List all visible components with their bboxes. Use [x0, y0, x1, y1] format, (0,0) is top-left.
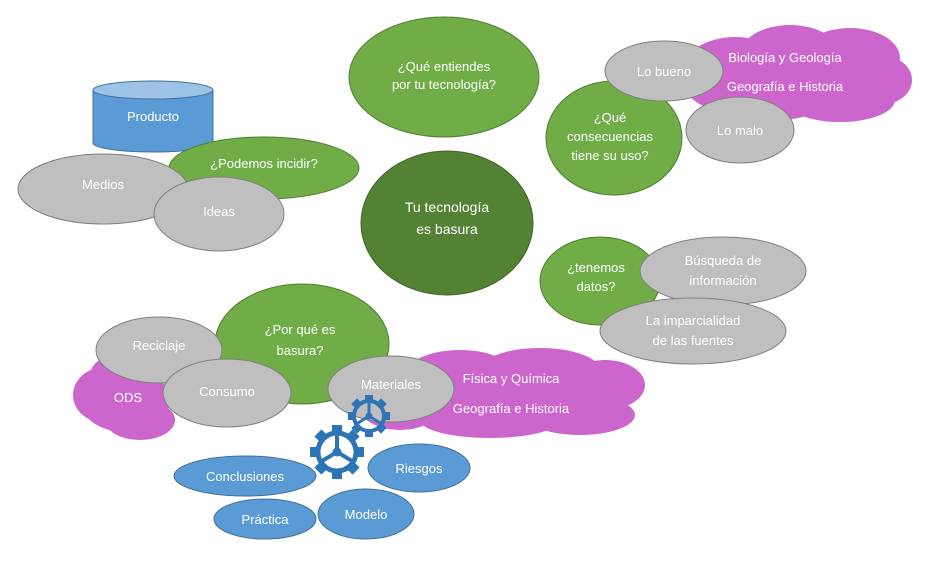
question-understand-line-1: ¿Qué entiendes [398, 59, 491, 74]
cloud-bottom-subject-1: Física y Química [463, 371, 561, 386]
question-understand-line-2: por tu tecnología? [392, 77, 496, 92]
media-label: Medios [82, 177, 124, 192]
product-label: Producto [127, 109, 179, 124]
center-line-2: es basura [416, 221, 478, 237]
search-node[interactable]: Búsqueda de información [639, 236, 807, 306]
consumption-node[interactable]: Consumo [162, 358, 292, 428]
question-data-line-2: datos? [576, 279, 615, 294]
search-line-2: información [689, 273, 756, 288]
good-label: Lo bueno [637, 64, 691, 79]
conclusions-label: Conclusiones [206, 469, 285, 484]
media-node[interactable]: Medios [17, 153, 189, 225]
question-understand-node[interactable]: ¿Qué entiendes por tu tecnología? [348, 16, 540, 138]
bad-node[interactable]: Lo malo [685, 96, 795, 164]
cloud-top-subject-2: Geografía e Historia [727, 79, 844, 94]
ideas-label: Ideas [203, 204, 235, 219]
question-data-line-1: ¿tenemos [567, 260, 625, 275]
gear-icon-large [310, 425, 364, 479]
question-why-line-2: basura? [277, 343, 324, 358]
cloud-top-subject-1: Biología y Geología [728, 50, 842, 65]
risks-label: Riesgos [396, 461, 443, 476]
cloud-bottom-subject-2: Geografía e Historia [453, 401, 570, 416]
impartiality-line-1: La imparcialidad [646, 313, 741, 328]
question-data-node[interactable]: ¿tenemos datos? [539, 236, 661, 326]
cloud-top-right: Biología y Geología Geografía e Historia [680, 25, 912, 122]
risks-node[interactable]: Riesgos [367, 443, 471, 493]
search-line-1: Búsqueda de [685, 253, 762, 268]
impartiality-node[interactable]: La imparcialidad de las fuentes [599, 297, 787, 365]
ods-label: ODS [114, 390, 143, 405]
model-label: Modelo [345, 507, 388, 522]
center-node[interactable]: Tu tecnología es basura [360, 150, 534, 296]
question-consequences-line-1: ¿Qué [594, 110, 627, 125]
good-node[interactable]: Lo bueno [604, 40, 724, 102]
bad-label: Lo malo [717, 123, 763, 138]
practice-label: Práctica [242, 512, 290, 527]
recycling-label: Reciclaje [133, 338, 186, 353]
conclusions-node[interactable]: Conclusiones [173, 455, 317, 497]
database-cylinder-icon[interactable]: Producto [92, 80, 214, 153]
model-node[interactable]: Modelo [317, 488, 415, 540]
question-why-line-1: ¿Por qué es [265, 322, 336, 337]
practice-node[interactable]: Práctica [213, 498, 317, 540]
materials-label: Materiales [361, 377, 421, 392]
question-consequences-line-3: tiene su uso? [571, 148, 648, 163]
center-line-1: Tu tecnología [405, 199, 490, 215]
ideas-node[interactable]: Ideas [153, 176, 285, 252]
question-influence-label: ¿Podemos incidir? [210, 156, 318, 171]
impartiality-line-2: de las fuentes [653, 333, 734, 348]
gear-icon-small [348, 395, 390, 437]
consumption-label: Consumo [199, 384, 255, 399]
question-consequences-line-2: consecuencias [567, 129, 653, 144]
materials-node[interactable]: Materiales [327, 355, 455, 423]
